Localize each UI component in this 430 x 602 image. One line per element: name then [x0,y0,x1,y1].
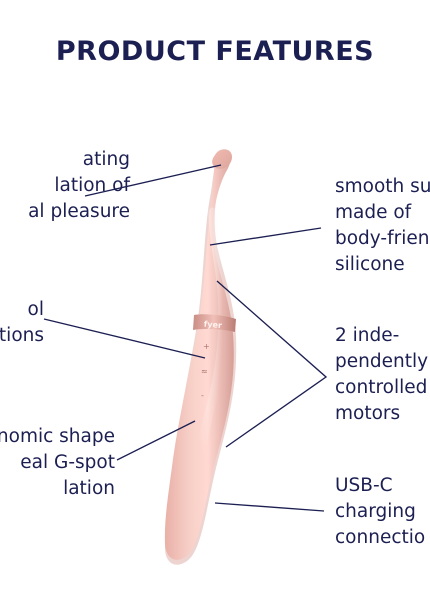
brand-band-ring [193,314,236,332]
feature-warming-line-2: lation of [54,175,130,196]
mode-button-icon: ≈ [201,367,208,376]
callout-ergonomic-line [116,420,196,461]
callout-lines [43,164,328,512]
page-title: PRODUCT FEATURES [55,36,375,67]
product-highlight [192,207,228,475]
product-body [164,150,234,560]
feature-control-line-2: tions [0,325,44,346]
feature-motors-label: 2 inde- pendently controlled motors [335,323,428,427]
callout-motors-line [216,280,328,448]
feature-ergonomic-label: nomic shape eal G-spot lation [0,424,115,502]
feature-motors-line-4: motors [335,403,401,424]
plus-button-icon: + [203,342,210,351]
feature-surface-label: smooth sur made of body-frien silicone [335,174,430,278]
callout-charging-line [214,502,325,512]
feature-motors-line-1: 2 inde- [335,325,400,346]
brand-band: fyer [193,314,236,332]
product-tip [212,149,233,169]
callout-surface-line [209,227,322,246]
feature-surface-line-1: smooth sur [335,176,430,197]
feature-surface-line-2: made of [335,202,412,223]
feature-surface-line-3: body-frien [335,228,430,249]
feature-control-line-1: ol [27,299,44,320]
feature-control-label: ol tions [0,297,44,349]
brand-band-label: fyer [203,319,222,330]
feature-ergonomic-line-2: eal G-spot [20,452,115,473]
feature-motors-line-3: controlled [335,377,428,398]
feature-warming-line-3: al pleasure [28,201,130,222]
feature-charging-line-2: charging [335,501,416,522]
minus-button-icon: - [201,391,204,400]
feature-surface-line-4: silicone [335,254,405,275]
feature-charging-line-3: connectio [335,527,426,548]
feature-warming-line-1: ating [82,149,130,170]
feature-ergonomic-line-1: nomic shape [0,426,115,447]
feature-warming-label: ating lation of al pleasure [28,147,130,225]
control-buttons: + ≈ - [201,342,210,400]
feature-motors-line-2: pendently [335,351,429,372]
callout-control-line [43,318,206,359]
feature-charging-label: USB-C charging connectio [335,473,425,551]
callout-warming-line [84,164,222,197]
feature-charging-line-1: USB-C [335,475,393,496]
feature-ergonomic-line-3: lation [63,478,115,499]
